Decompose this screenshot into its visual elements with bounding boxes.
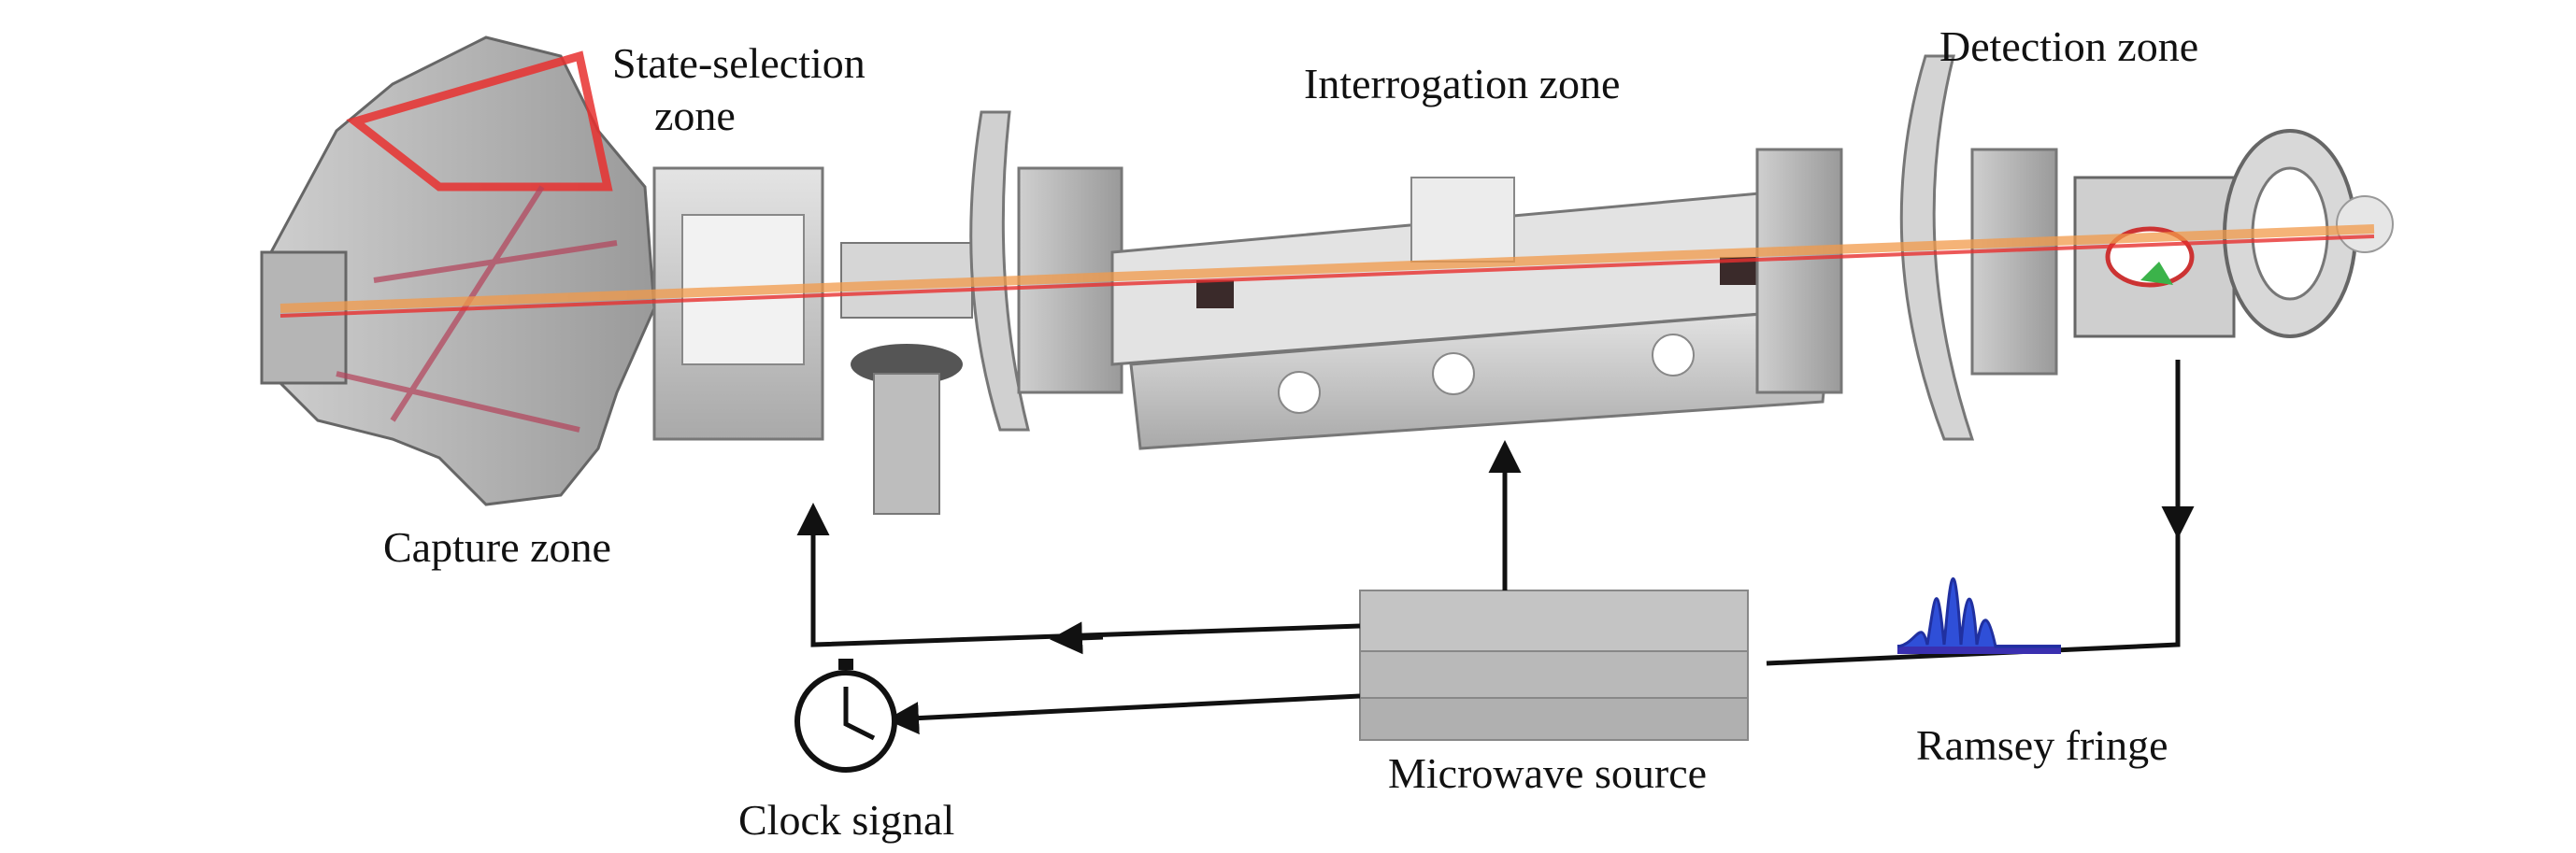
clock-signal-label: Clock signal bbox=[738, 796, 955, 844]
interrogation-zone-label: Interrogation zone bbox=[1304, 60, 1621, 107]
capture-zone-label: Capture zone bbox=[383, 523, 611, 571]
atomic-beam bbox=[279, 224, 2375, 313]
microwave-source-label: Microwave source bbox=[1388, 749, 1708, 797]
detection-zone-label: Detection zone bbox=[1939, 22, 2199, 70]
feedback-lines bbox=[796, 360, 2195, 735]
interrogation-tube bbox=[1110, 148, 1843, 450]
arrow-to-state-selection bbox=[796, 503, 1361, 647]
microwave-source-box bbox=[1359, 590, 1749, 741]
stopwatch-icon bbox=[794, 659, 897, 773]
arrow-left-upper bbox=[1050, 621, 1104, 655]
laser-beam bbox=[279, 235, 2375, 318]
state-selection-label-line1: State-selection bbox=[612, 39, 866, 87]
arrow-to-clock bbox=[886, 693, 1361, 735]
detection-return-line bbox=[1766, 360, 2181, 666]
capture-chamber bbox=[260, 36, 656, 506]
state-selection-assembly bbox=[652, 110, 1123, 515]
state-selection-label-line2: zone bbox=[654, 92, 736, 139]
ramsey-fringe-plot bbox=[1896, 576, 2061, 654]
ramsey-fringe-label: Ramsey fringe bbox=[1916, 721, 2168, 769]
